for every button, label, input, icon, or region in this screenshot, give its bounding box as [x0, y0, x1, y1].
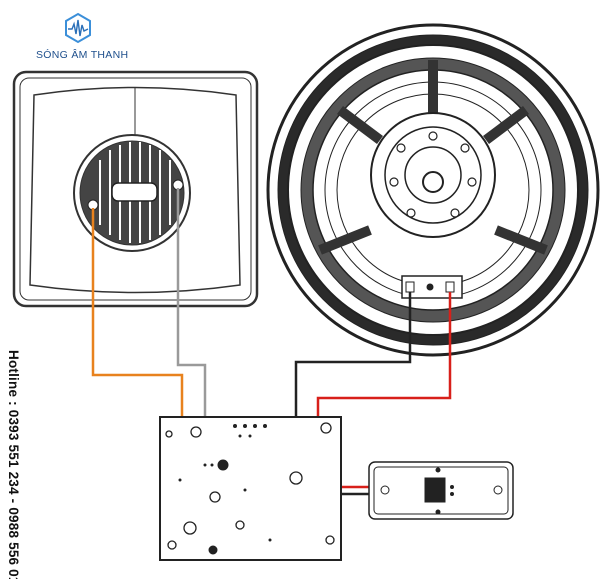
brand-name: SÓNG ÂM THANH	[36, 49, 129, 61]
hotline-text: Hotline : 0393 551 234 - 0988 556 011	[6, 350, 21, 579]
black-wire	[294, 292, 412, 418]
crossover-board	[159, 416, 342, 561]
red-wire	[316, 292, 452, 418]
woofer-speaker	[266, 23, 600, 357]
orange-wire	[91, 208, 184, 418]
input-terminal-board	[368, 461, 514, 520]
gray-wire	[176, 188, 207, 418]
logo-icon	[65, 12, 91, 44]
tweeter-horn	[12, 70, 259, 308]
